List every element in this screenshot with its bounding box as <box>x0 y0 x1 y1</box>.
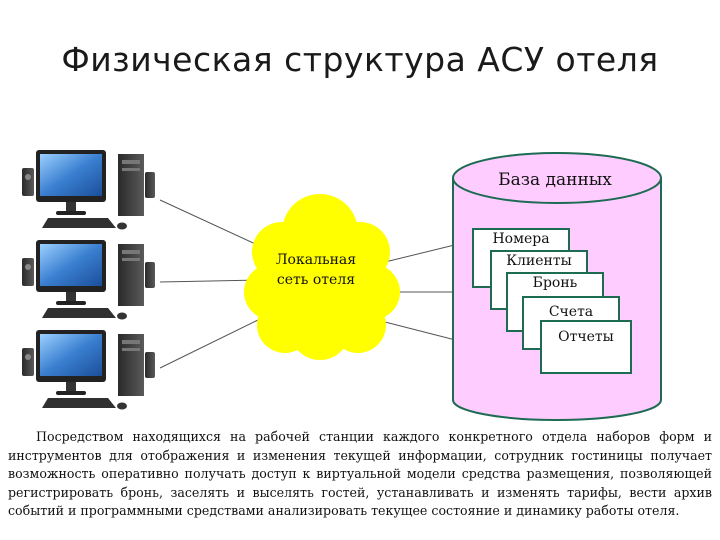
cloud-label-line2: сеть отеля <box>276 272 356 288</box>
cloud-label-line1: Локальная <box>275 252 357 268</box>
workstation-icon <box>22 240 155 320</box>
db-table-label: Номера <box>492 231 550 247</box>
database-title: База данных <box>498 170 612 190</box>
db-table-label: Счета <box>548 304 594 320</box>
local-network-cloud <box>244 194 400 360</box>
db-table-label: Бронь <box>532 275 578 291</box>
workstation-icon <box>22 150 155 230</box>
db-table-label: Клиенты <box>506 253 572 269</box>
connection-line <box>159 199 263 248</box>
local-network-label: Локальная сеть отеля <box>256 250 376 290</box>
connection-line <box>159 317 263 369</box>
workstation-icon <box>22 330 155 410</box>
db-table-label: Отчеты <box>558 329 614 345</box>
connection-line <box>159 279 261 283</box>
db-table-card: Отчеты <box>540 320 632 374</box>
page-title: Физическая структура АСУ отеля <box>61 40 659 79</box>
description-paragraph: Посредством находящихся на рабочей станц… <box>8 429 712 518</box>
